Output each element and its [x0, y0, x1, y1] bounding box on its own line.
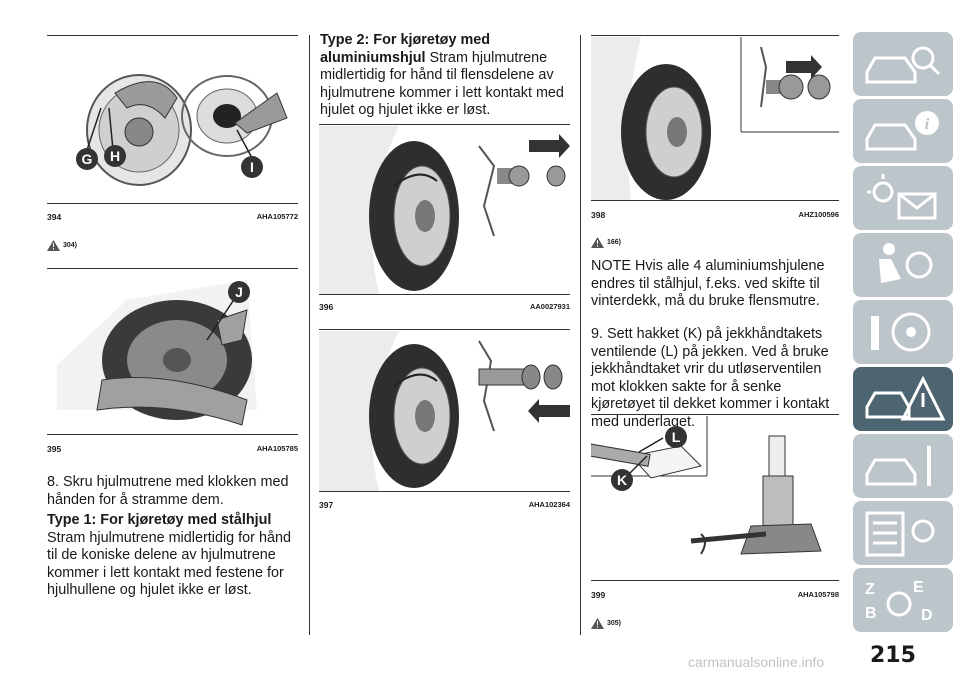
- warning-reference: 305): [591, 618, 621, 629]
- callout-j: [228, 281, 250, 303]
- callout-k: [611, 469, 633, 491]
- svg-text:K: K: [617, 472, 627, 488]
- tab-alphabet-index[interactable]: Z B E D: [853, 568, 953, 632]
- figure-394-illustration: G H I: [76, 74, 288, 186]
- svg-text:H: H: [110, 148, 120, 164]
- type1-heading: Type 1: For kjøretøy med stålhjul: [47, 512, 272, 528]
- figure-code: AHZ100596: [798, 210, 839, 219]
- callout-l: [665, 426, 687, 448]
- car-info-icon: i: [865, 111, 939, 151]
- callout-i: [241, 156, 263, 178]
- steering-wheel-icon: [871, 312, 931, 352]
- column-divider: [309, 35, 310, 635]
- divider: [47, 35, 298, 36]
- figure-number: 398: [591, 210, 606, 220]
- watermark: carmanualsonline.info: [688, 654, 825, 670]
- tab-car-info[interactable]: i: [853, 99, 953, 163]
- tab-steering-wheel[interactable]: [853, 300, 953, 364]
- seat-airbag-icon: [879, 243, 933, 283]
- figure-395-illustration: J: [57, 280, 257, 426]
- type1-text: Stram hjulmutrene midlertidig for hånd t…: [47, 529, 291, 599]
- tab-light-envelope[interactable]: [853, 166, 953, 230]
- warning-triangle-icon: [591, 237, 604, 248]
- tab-car-wrench[interactable]: [853, 434, 953, 498]
- warning-reference: 304): [47, 240, 77, 251]
- tab-checklist-gear[interactable]: [853, 501, 953, 565]
- car-warning-triangle-icon: [865, 375, 945, 421]
- type2-text: Stram hjulmutrene midlertidig for hånd t…: [320, 49, 564, 119]
- page-number: 215: [870, 643, 916, 668]
- svg-text:J: J: [235, 284, 243, 300]
- tab-car-warning-triangle[interactable]: [853, 367, 953, 431]
- svg-text:I: I: [250, 159, 254, 175]
- alphabet-index-icon: Z B E D: [865, 579, 933, 624]
- figure-number: 397: [319, 500, 334, 510]
- divider: [591, 414, 839, 415]
- warning-reference: 166): [591, 237, 621, 248]
- svg-text:i: i: [925, 116, 930, 133]
- divider: [319, 294, 570, 295]
- figure-number: 399: [591, 590, 606, 600]
- svg-text:Z: Z: [865, 581, 875, 598]
- divider: [591, 35, 839, 36]
- tab-car-magnifier[interactable]: [853, 32, 953, 96]
- type2-heading: Type 2: For kjøretøy med aluminiumshjul: [320, 32, 491, 66]
- divider: [319, 124, 570, 125]
- figure-399-illustration: L K: [591, 416, 822, 555]
- divider: [47, 203, 298, 204]
- callout-h: [104, 145, 126, 167]
- svg-text:L: L: [672, 429, 681, 445]
- divider: [319, 329, 570, 330]
- figure-number: 395: [47, 444, 62, 454]
- figure-code: AA0027931: [529, 302, 570, 311]
- figure-code: AHA105798: [797, 590, 839, 599]
- step-9-text: 9. Sett hakket (K) på jekkhåndtakets ven…: [591, 326, 830, 430]
- divider: [47, 268, 298, 269]
- light-envelope-icon: [867, 174, 937, 220]
- type1-section: Type 1: For kjøretøy med stålhjul Stram …: [47, 512, 299, 600]
- figure-number: 394: [47, 212, 62, 222]
- figure-number: 396: [319, 302, 334, 312]
- figure-396-illustration: [319, 126, 570, 294]
- svg-text:G: G: [82, 151, 93, 167]
- svg-text:D: D: [921, 607, 933, 624]
- figure-code: AHA105772: [256, 212, 298, 221]
- type2-section: Type 2: For kjøretøy med aluminiumshjul …: [320, 32, 570, 120]
- divider: [319, 491, 570, 492]
- figure-397-illustration: [319, 331, 570, 491]
- warning-triangle-icon: [47, 240, 60, 251]
- divider: [591, 580, 839, 581]
- divider: [591, 200, 839, 201]
- figure-code: AHA102364: [528, 500, 570, 509]
- callout-g: [76, 148, 98, 170]
- divider: [47, 434, 298, 435]
- checklist-gear-icon: [865, 511, 935, 557]
- svg-text:E: E: [913, 579, 924, 596]
- car-magnifier-icon: [865, 46, 941, 84]
- note-text: NOTE Hvis alle 4 aluminiumshjulene endre…: [591, 258, 825, 309]
- figure-398-illustration: [591, 37, 839, 200]
- car-wrench-icon: [865, 446, 931, 486]
- column-divider: [580, 35, 581, 635]
- warning-triangle-icon: [591, 618, 604, 629]
- svg-text:B: B: [865, 605, 877, 622]
- tab-seat-airbag[interactable]: [853, 233, 953, 297]
- figure-code: AHA105785: [256, 444, 298, 453]
- step-8-text: 8. Skru hjulmutrene med klokken med hånd…: [47, 474, 289, 508]
